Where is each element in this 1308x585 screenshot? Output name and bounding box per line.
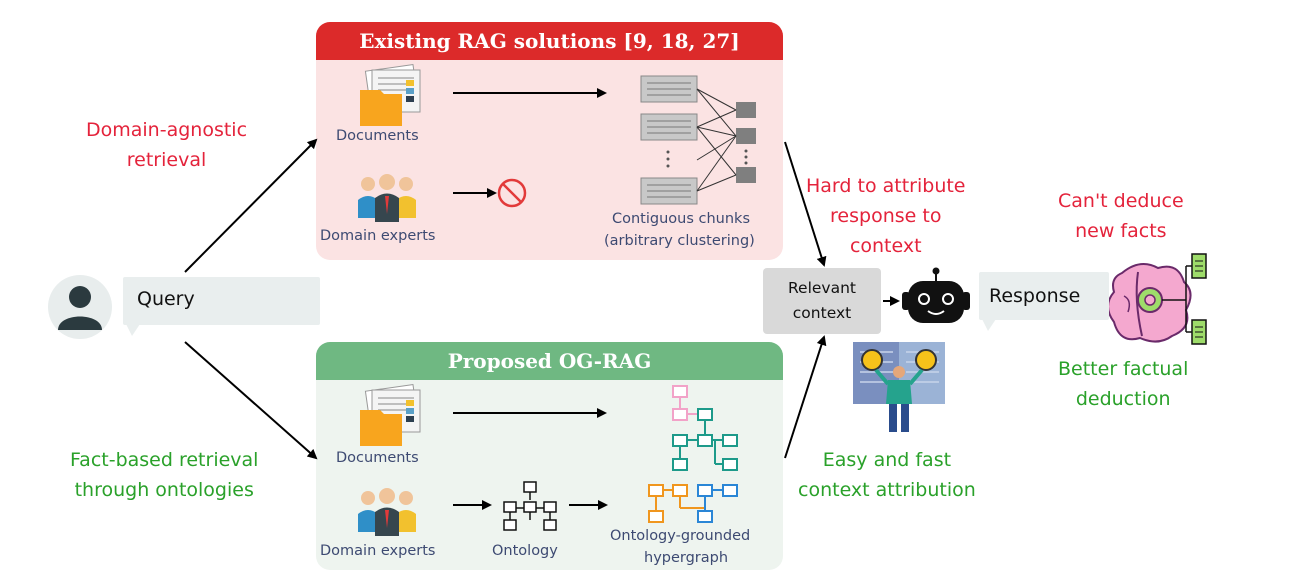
chunks-icon (640, 75, 756, 205)
existing-rag-title: Existing RAG solutions [9, 18, 27] (316, 22, 783, 60)
prohibited-icon (497, 178, 527, 208)
arrow-query-to-ograg (184, 341, 318, 460)
robot-icon (902, 267, 970, 323)
fact-based-line2: through ontologies (74, 479, 254, 501)
hard-line1: Hard to attribute (806, 175, 966, 197)
cant-line2: new facts (1075, 220, 1167, 242)
arrow-ograg-to-context (784, 335, 827, 459)
ontology-icon (503, 481, 557, 531)
cant-deduce-annotation: Can't deduce new facts (1058, 186, 1184, 246)
cant-line1: Can't deduce (1058, 190, 1184, 212)
response-label: Response (989, 285, 1081, 307)
context-line2: context (792, 304, 852, 322)
context-line1: Relevant (787, 279, 857, 297)
attribution-person-icon (853, 342, 945, 432)
bottom-documents-label: Documents (336, 450, 419, 466)
relevant-context-box: Relevant context (763, 268, 881, 334)
response-bubble: Response (979, 272, 1109, 320)
hard-line2: response to (830, 205, 942, 227)
easy-attribution-annotation: Easy and fast context attribution (798, 445, 976, 505)
hypergraph-label-line1: Ontology-grounded (610, 528, 751, 544)
domain-experts-icon (358, 488, 416, 536)
chunks-label-line1: Contiguous chunks (612, 211, 751, 227)
top-experts-label: Domain experts (320, 228, 436, 244)
hypergraph-label-line2: hypergraph (644, 550, 729, 566)
better-line2: deduction (1075, 388, 1171, 410)
response-bubble-tail (982, 319, 996, 331)
documents-icon (360, 384, 421, 446)
top-documents-label: Documents (336, 128, 419, 144)
hypergraph-icon (648, 385, 738, 523)
better-deduction-annotation: Better factual deduction (1058, 354, 1188, 414)
domain-agnostic-annotation: Domain-agnostic retrieval (86, 115, 247, 175)
domain-agnostic-line1: Domain-agnostic (86, 119, 248, 141)
hard-line3: context (849, 235, 922, 257)
brain-icon (1107, 253, 1207, 345)
easy-line2: context attribution (798, 479, 976, 501)
arrow-query-to-existing (184, 138, 318, 273)
easy-line1: Easy and fast (822, 449, 952, 471)
fact-based-annotation: Fact-based retrieval through ontologies (70, 445, 258, 505)
documents-icon (360, 64, 421, 126)
hard-to-attribute-annotation: Hard to attribute response to context (806, 171, 966, 261)
query-bubble-tail (126, 324, 140, 336)
query-bubble: Query (123, 277, 320, 325)
og-rag-title: Proposed OG-RAG (316, 342, 783, 380)
arrow-existing-to-context (784, 141, 827, 267)
domain-agnostic-line2: retrieval (126, 149, 207, 171)
query-label: Query (137, 288, 195, 310)
domain-experts-icon (358, 174, 416, 222)
fact-based-line1: Fact-based retrieval (70, 449, 259, 471)
chunks-label-line2: (arbitrary clustering) (604, 233, 755, 249)
bottom-experts-label: Domain experts (320, 543, 436, 559)
ontology-label: Ontology (492, 543, 558, 559)
user-icon (48, 275, 112, 339)
better-line1: Better factual (1058, 358, 1189, 380)
